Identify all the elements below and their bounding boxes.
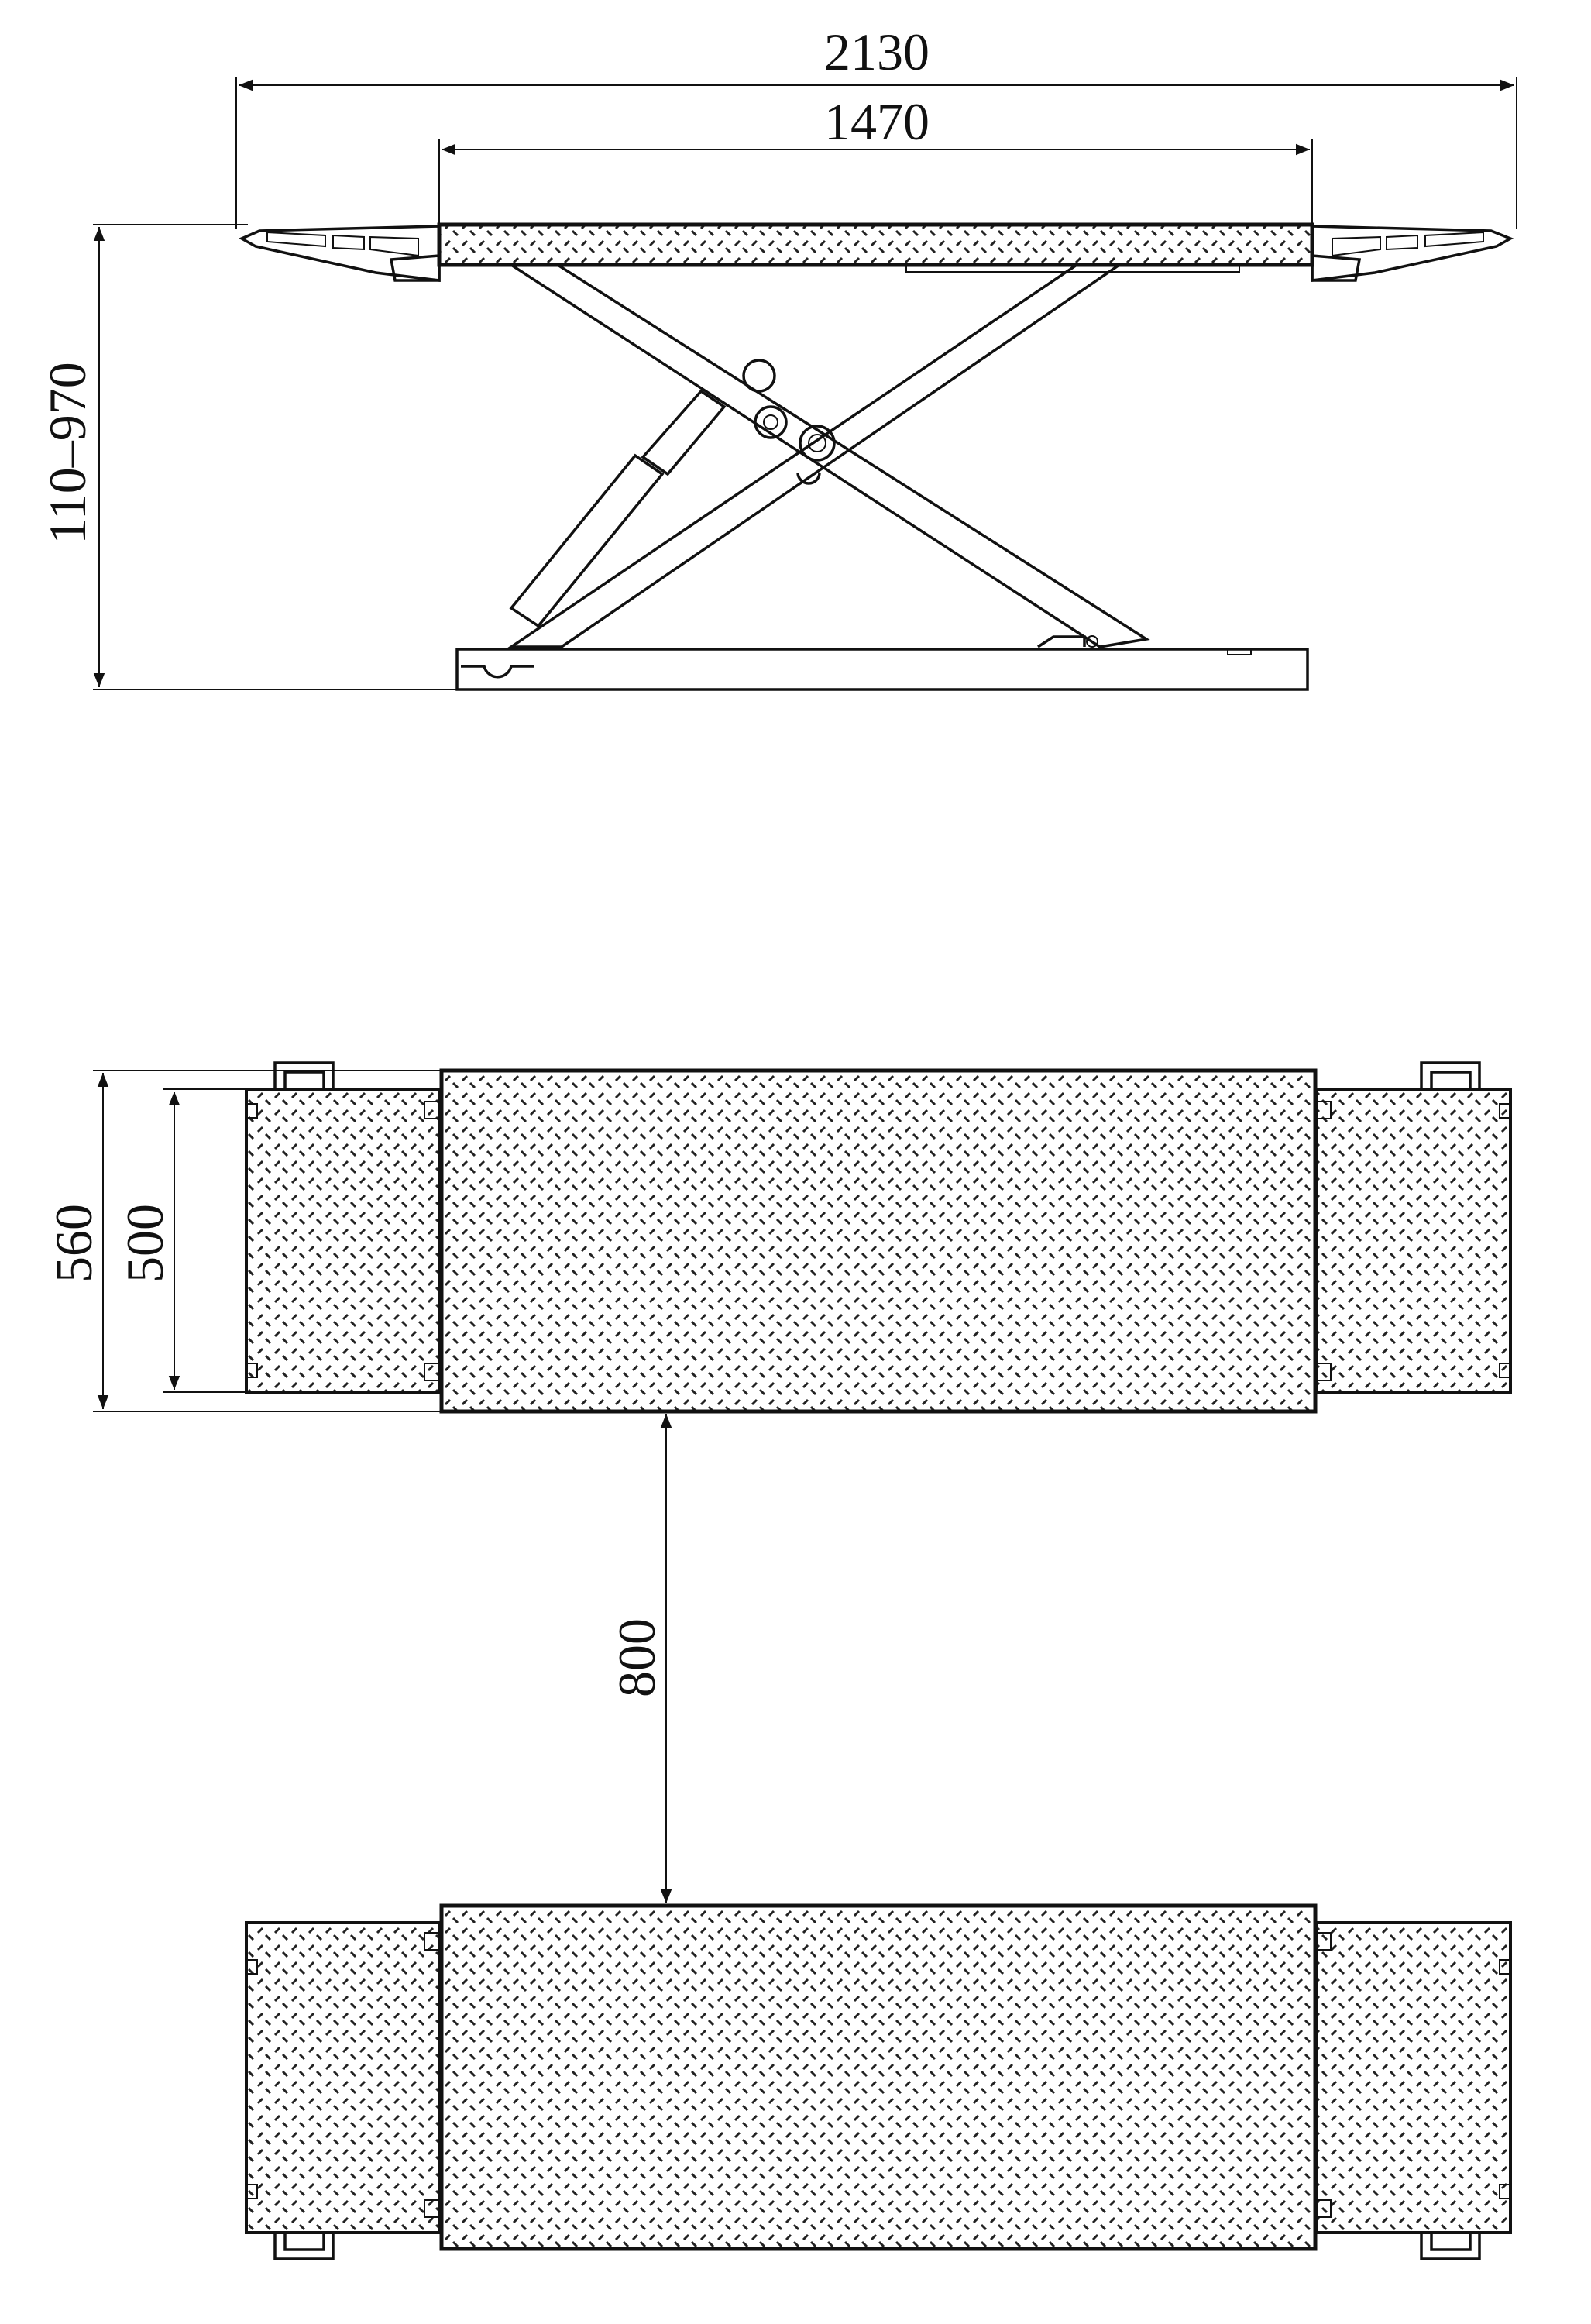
side-ramp-right	[1311, 225, 1514, 282]
side-platform-rail	[905, 264, 1240, 273]
upper-handle-left	[273, 1061, 335, 1089]
hydraulic-cylinder	[509, 359, 788, 628]
dimension-platform-gap: 800	[607, 1414, 672, 1903]
dim-label-platform-gap: 800	[607, 1618, 666, 1697]
side-view: 2130 1470 110–970	[38, 22, 1517, 691]
lower-ramp-left	[245, 1921, 441, 2234]
lower-ramp-right	[1315, 1921, 1512, 2234]
lower-handle-left	[273, 2233, 335, 2260]
lower-handle-right	[1420, 2233, 1481, 2260]
upper-handle-right	[1420, 1061, 1481, 1089]
upper-ramp-right	[1315, 1088, 1512, 1394]
dim-label-height-range: 110–970	[38, 362, 97, 544]
dimension-height-range: 110–970	[38, 224, 465, 690]
dim-label-overall-length: 2130	[824, 22, 930, 81]
top-view-platform-upper: 560 500 800	[44, 1061, 1512, 1903]
dim-label-inner-width: 500	[115, 1204, 174, 1283]
dim-label-outer-width: 560	[44, 1204, 103, 1283]
upper-hinge-tabs	[246, 1101, 1511, 1381]
center-pivot	[796, 425, 836, 485]
dimension-platform-length: 1470	[438, 92, 1313, 229]
lower-hinge-tabs	[246, 1932, 1511, 2218]
scissor-arm-a	[507, 263, 1150, 648]
upper-main-platform	[439, 1068, 1318, 1414]
bottom-roller	[1037, 635, 1098, 648]
upper-ramp-left	[245, 1088, 441, 1394]
side-platform-top	[437, 222, 1314, 267]
side-ramp-left	[239, 225, 441, 282]
side-base-frame	[455, 648, 1309, 691]
dimension-overall-length: 2130	[235, 22, 1517, 229]
dimension-outer-width: 560	[44, 1070, 442, 1412]
dim-label-platform-length: 1470	[824, 92, 930, 151]
lower-main-platform	[439, 1903, 1318, 2251]
scissor-arm-b	[507, 263, 1124, 648]
top-view-platform-lower	[245, 1903, 1512, 2260]
dimension-inner-width: 500	[115, 1088, 256, 1393]
